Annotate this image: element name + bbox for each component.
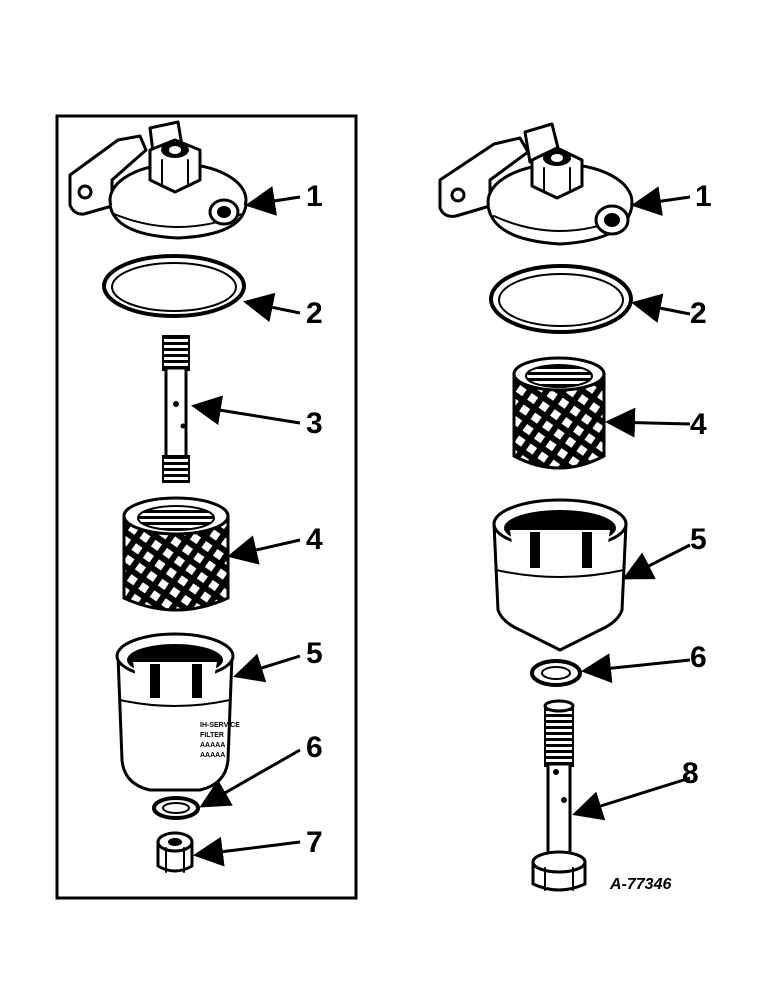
callout-right-1: 1	[695, 180, 712, 213]
left-leader-lines	[191, 186, 301, 867]
callout-left-7: 7	[306, 826, 323, 859]
callout-right-4: 4	[690, 408, 707, 441]
callout-left-6: 6	[306, 731, 323, 764]
right-leader-lines	[572, 186, 691, 821]
bowl-marking-3: AAAAA	[200, 742, 225, 749]
right-sediment-bowl	[492, 498, 628, 652]
bowl-marking-2: FILTER	[200, 732, 224, 739]
right-filter-element	[512, 356, 606, 470]
callout-left-3: 3	[306, 407, 323, 440]
right-filter-head	[438, 122, 634, 246]
left-filter-element	[122, 496, 230, 612]
left-filter-head	[68, 120, 248, 240]
left-center-stud	[162, 335, 190, 483]
callout-right-6: 6	[690, 641, 707, 674]
right-gasket	[489, 264, 633, 334]
callout-right-8: 8	[682, 757, 699, 790]
callout-right-2: 2	[690, 297, 707, 330]
right-washer	[530, 659, 582, 687]
right-bolt	[531, 699, 587, 892]
callout-left-1: 1	[306, 180, 323, 213]
left-washer	[152, 796, 200, 820]
callout-left-5: 5	[306, 637, 323, 670]
bowl-marking-1: IH-SERVICE	[200, 722, 240, 729]
bowl-marking-4: AAAAA	[200, 752, 225, 759]
left-assembly-frame	[55, 114, 358, 900]
callout-right-5: 5	[690, 523, 707, 556]
left-nut	[156, 831, 194, 873]
callout-left-4: 4	[306, 523, 323, 556]
drawing-number: A-77346	[609, 876, 671, 893]
left-gasket	[102, 254, 246, 318]
callout-left-2: 2	[306, 297, 323, 330]
left-sediment-bowl: IH-SERVICE FILTER AAAAA AAAAA	[115, 632, 240, 792]
